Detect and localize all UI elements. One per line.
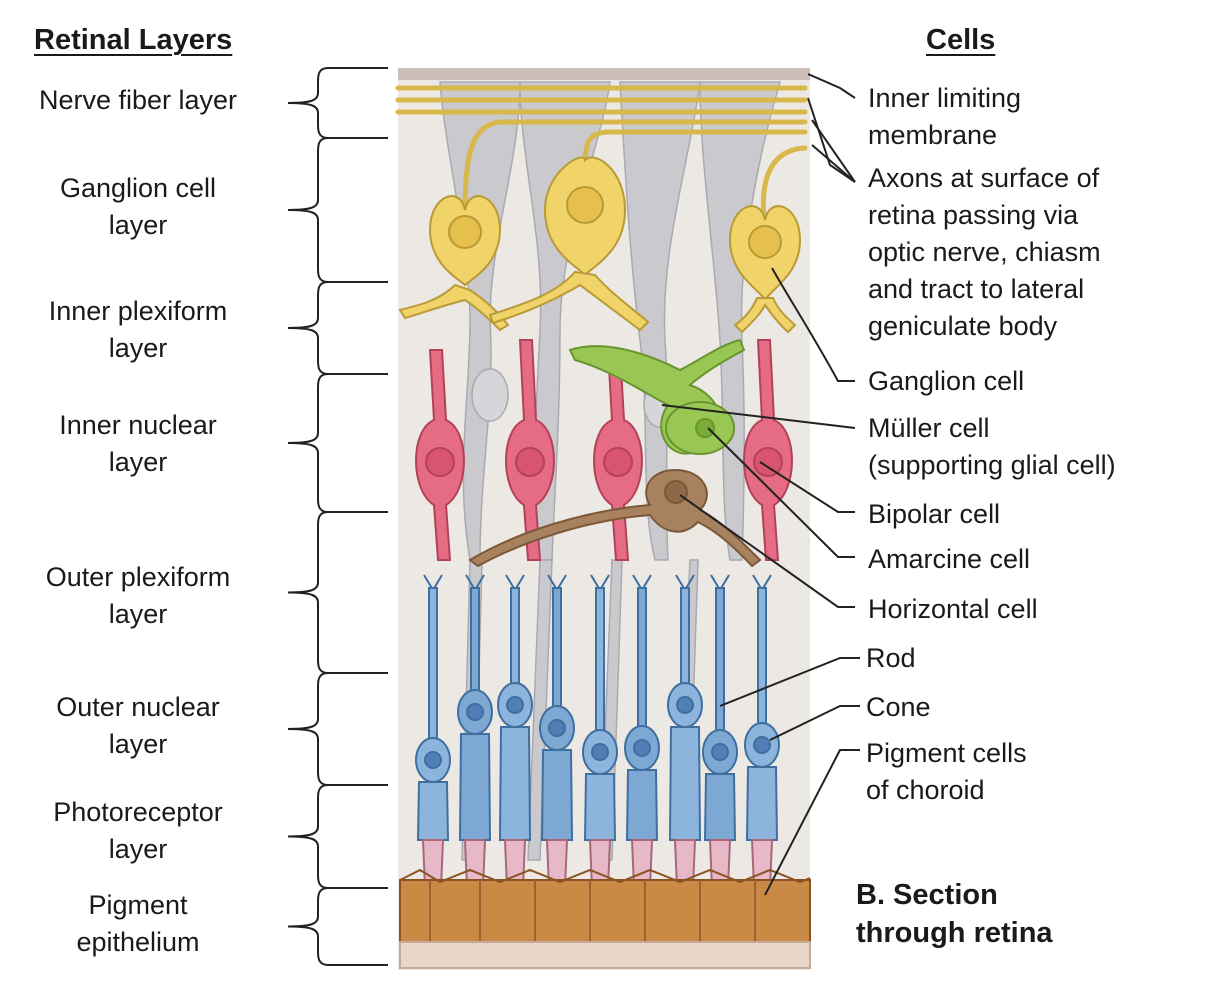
photoreceptor-inner-segment (668, 726, 702, 841)
layer-label-photoreceptor: Photoreceptor layer (53, 797, 223, 864)
photoreceptor-fiber (428, 587, 438, 741)
horizontal-cell (468, 468, 762, 568)
photoreceptor-nucleus-core (753, 736, 771, 754)
photoreceptor-fiber (552, 587, 562, 709)
leader-line (807, 97, 856, 183)
photoreceptor-nucleus-core (424, 751, 442, 769)
rod-cell (624, 574, 660, 898)
bipolar-cells (415, 339, 793, 561)
leader-line (811, 144, 856, 183)
photoreceptor-nucleus-core (591, 743, 609, 761)
photoreceptor-cells (415, 574, 780, 898)
layer-label-inner-plexiform: Inner plexiform layer (48, 296, 228, 363)
photoreceptor-inner-segment (540, 749, 574, 841)
rod-cell (539, 574, 575, 898)
figure-caption: B. Section through retina (856, 879, 1053, 949)
layer-label-ganglion-cell: Ganglion cell layer (59, 173, 217, 240)
amacrine-cell (568, 338, 746, 455)
cells-heading: Cells (926, 24, 996, 56)
photoreceptor-fiber (470, 587, 480, 693)
cone-cell (497, 574, 533, 898)
layer-label-nerve-fiber: Nerve fiber layer (38, 85, 238, 115)
layer-label-outer-nuclear: Outer nuclear layer (56, 692, 220, 759)
photoreceptor-nucleus-core (676, 696, 694, 714)
photoreceptor-inner-segment (458, 733, 492, 841)
inner-limiting-membrane (398, 68, 810, 80)
cone-cell (744, 574, 780, 898)
photoreceptor-inner-segment (498, 726, 532, 841)
cell-label-amacrine-cell: Amarcine cell (868, 544, 1031, 574)
leader-line (679, 494, 855, 608)
photoreceptor-nucleus-core (548, 719, 566, 737)
layer-label-outer-plexiform: Outer plexiform layer (45, 562, 231, 629)
rod-cell (457, 574, 493, 898)
layer-bracket (287, 373, 388, 513)
layer-bracket (287, 67, 388, 139)
cell-label-pigment-cells: Pigment cells of choroid (866, 738, 1027, 805)
leader-line (719, 657, 860, 707)
photoreceptor-inner-segment (583, 773, 617, 841)
photoreceptor-nucleus-core (711, 743, 729, 761)
layer-bracket (287, 137, 388, 283)
photoreceptor-inner-segment (745, 766, 779, 841)
cell-label-cone: Cone (866, 692, 931, 722)
photoreceptor-inner-segment (625, 769, 659, 841)
cell-label-bipolar-cell: Bipolar cell (868, 499, 1001, 529)
layer-label-pigment-epithelium: Pigment epithelium (76, 890, 200, 957)
leader-line (807, 73, 856, 99)
leader-line (769, 705, 860, 741)
photoreceptor-fiber (637, 587, 647, 729)
leader-line (661, 404, 856, 429)
layer-bracket (287, 784, 388, 889)
photoreceptor-fiber (757, 587, 767, 726)
pigment-epithelium (399, 868, 811, 969)
photoreceptor-inner-segment (703, 773, 737, 841)
photoreceptor-nucleus-core (466, 703, 484, 721)
photoreceptor-fiber (510, 587, 520, 686)
cell-label-muller-cell: Müller cell (supporting glial cell) (868, 413, 1116, 480)
photoreceptor-nucleus-core (633, 739, 651, 757)
layer-bracket (287, 887, 388, 966)
leader-line (764, 749, 860, 896)
photoreceptor-inner-segment (416, 781, 450, 841)
layer-bracket (287, 511, 388, 674)
photoreceptor-nucleus-core (506, 696, 524, 714)
ganglion-cells (398, 156, 802, 334)
photoreceptor-fiber (595, 587, 605, 733)
layer-label-inner-nuclear: Inner nuclear layer (59, 410, 217, 477)
cell-label-inner-limiting-membrane: Inner limiting membrane (868, 83, 1022, 150)
photoreceptor-fiber (680, 587, 690, 686)
leader-line (771, 267, 855, 382)
leader-line (811, 119, 856, 183)
leader-line (707, 427, 855, 558)
nerve-fiber-axons (395, 85, 808, 228)
leader-line (759, 461, 855, 513)
cell-label-horizontal-cell: Horizontal cell (868, 594, 1038, 624)
layer-bracket (287, 281, 388, 375)
cell-label-ganglion-cell: Ganglion cell (868, 366, 1025, 396)
photoreceptor-fiber (715, 587, 725, 733)
cell-label-axons: Axons at surface of retina passing via o… (868, 163, 1101, 341)
retinal-layers-heading: Retinal Layers (34, 24, 233, 56)
cell-label-rod: Rod (866, 643, 916, 673)
layer-bracket (287, 672, 388, 786)
leader-lines (287, 67, 860, 966)
